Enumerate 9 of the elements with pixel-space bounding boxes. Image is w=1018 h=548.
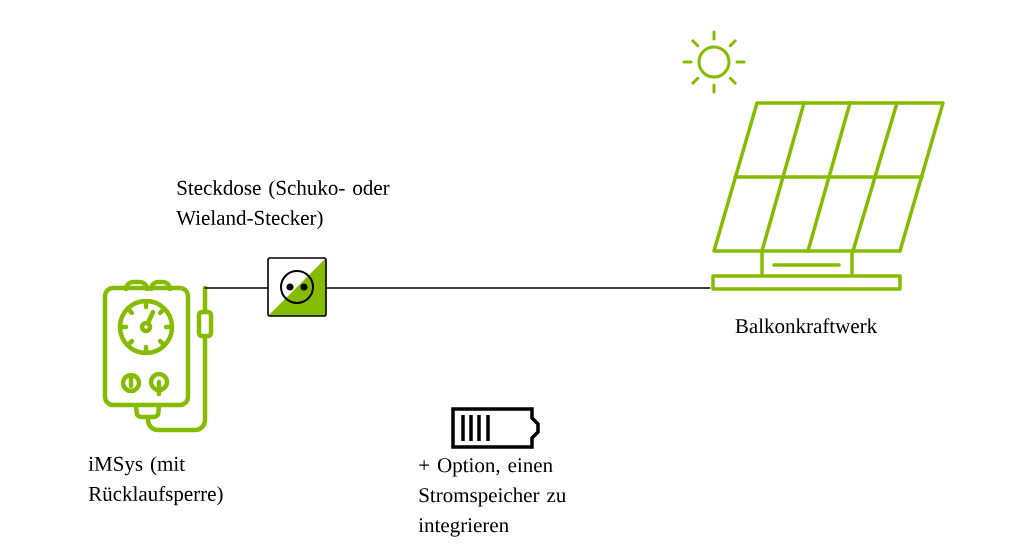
solar-panel-drawing	[711, 101, 945, 291]
note-text: + Option, einen Stromspeicher zu integrieren	[418, 458, 566, 537]
meter-drawing	[102, 279, 214, 433]
cable-line	[325, 287, 711, 289]
device-caption: Balkonkraftwerk	[735, 318, 878, 334]
socket-drawing	[267, 257, 327, 317]
device-caption: Steckdose (Schuko- oder Wieland-Stecker)	[176, 180, 390, 230]
cable-line	[204, 287, 269, 289]
device-caption: iMSys (mit Rücklaufsperre)	[88, 456, 223, 506]
